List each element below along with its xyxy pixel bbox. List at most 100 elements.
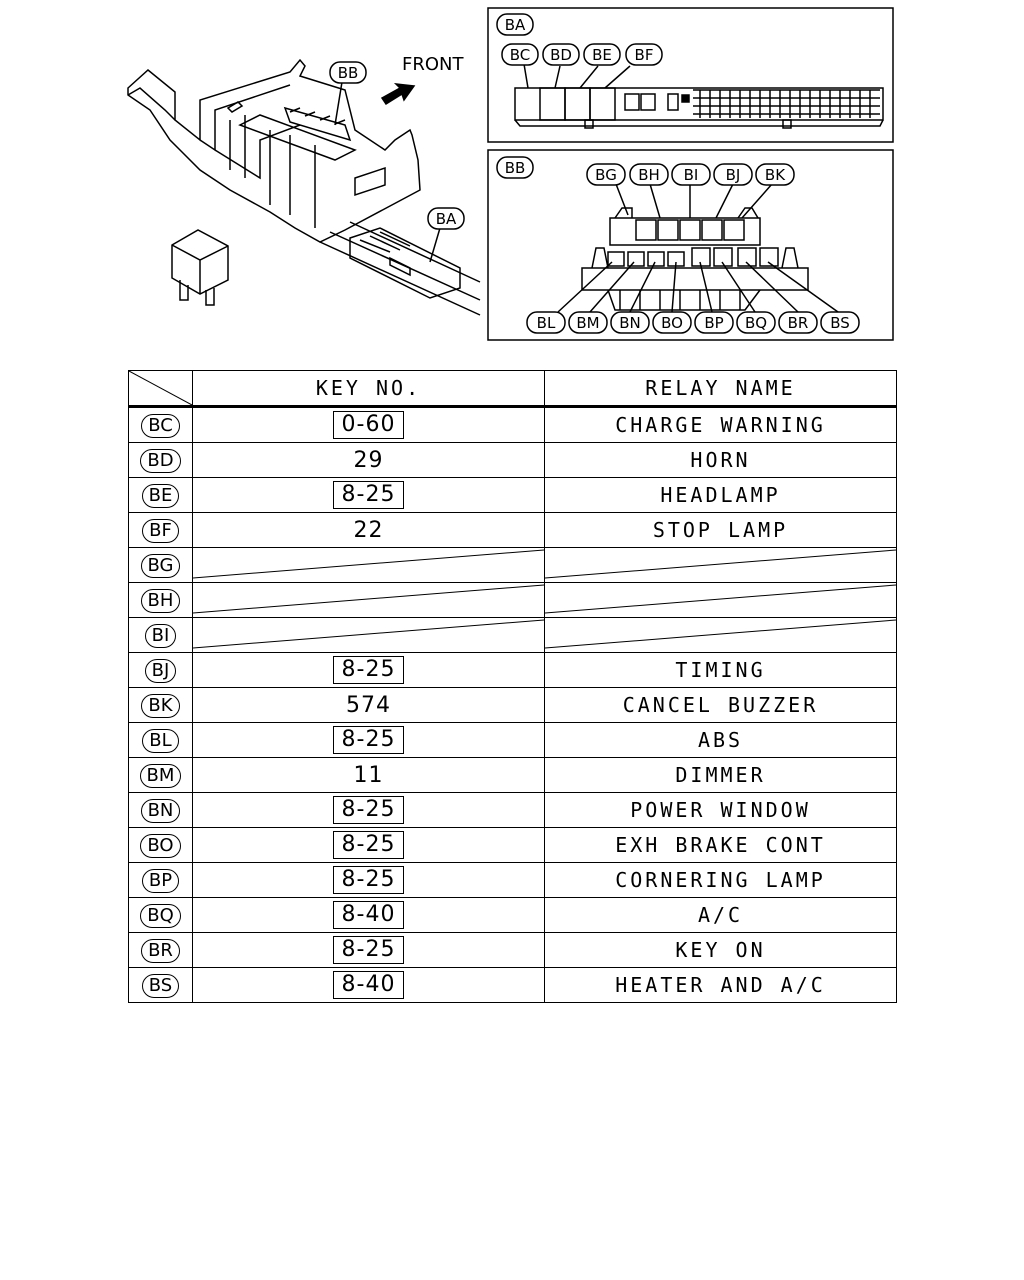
relay-name-cell: HEADLAMP: [544, 477, 897, 513]
relay-code-tag: BR: [141, 939, 180, 963]
tag-bk: BK: [765, 166, 786, 184]
key-number: 8-25: [332, 831, 405, 859]
relay-name-cell: DIMMER: [544, 757, 897, 793]
callout-bb-main: BB: [329, 61, 367, 84]
key-cell-empty: [192, 547, 545, 583]
relay-code-tag: BI: [144, 624, 177, 648]
relay-name-cell: A/C: [544, 897, 897, 933]
relay-code-tag: BN: [140, 799, 181, 823]
relay-name-cell: CHARGE WARNING: [544, 406, 897, 443]
key-cell: 8-25: [192, 477, 545, 513]
relay-name-cell: CANCEL BUZZER: [544, 687, 897, 723]
row-code-cell: BG: [128, 547, 193, 583]
table-header-row: KEY NO. RELAY NAME: [128, 370, 897, 408]
key-cell: 0-60: [192, 406, 545, 443]
tag-bi: BI: [684, 166, 699, 184]
inset-ba-title: BA: [496, 13, 534, 36]
relay-table: KEY NO. RELAY NAME BC 0-60 CHARGE WARNING B…: [128, 370, 897, 1003]
relay-code-tag: BP: [141, 869, 180, 893]
key-cell-empty: [192, 617, 545, 653]
key-cell: 8-40: [192, 967, 545, 1003]
inset-ba-relay-block: [514, 63, 884, 129]
relay-code-tag: BQ: [140, 904, 181, 928]
relay-code-tag: BO: [140, 834, 181, 858]
row-code-cell: BQ: [128, 897, 193, 933]
relay-code-tag: BE: [141, 484, 180, 508]
svg-text:BB: BB: [505, 159, 526, 177]
key-cell: 11: [192, 757, 545, 793]
inset-bb-bottom-tags: BL BM BN BO BP BQ BR BS: [526, 311, 860, 334]
key-cell: 22: [192, 512, 545, 548]
front-label: FRONT: [402, 54, 464, 75]
key-cell: 8-40: [192, 897, 545, 933]
inset-bb-relay-block: [557, 183, 839, 313]
key-number: 8-25: [332, 726, 405, 754]
key-cell: 8-25: [192, 932, 545, 968]
key-number: 22: [353, 517, 384, 543]
callout-ba-main: BA: [427, 207, 465, 230]
tag-bs: BS: [830, 314, 850, 332]
row-code-cell: BS: [128, 967, 193, 1003]
vehicle-bracket-drawing: [127, 58, 481, 316]
key-cell: 8-25: [192, 722, 545, 758]
relay-code-tag: BJ: [144, 659, 177, 683]
table-row: BH: [128, 582, 897, 618]
key-cell: 29: [192, 442, 545, 478]
inset-bb-top-tags: BG BH BI BJ BK: [586, 163, 795, 186]
key-number: 574: [346, 692, 391, 718]
inset-bb-box: [487, 149, 894, 341]
key-number: 8-25: [332, 866, 405, 894]
row-code-cell: BO: [128, 827, 193, 863]
tag-bp: BP: [704, 314, 723, 332]
tag-bl: BL: [537, 314, 556, 332]
inset-ba-box: [487, 7, 894, 143]
name-cell-empty: [544, 617, 897, 653]
row-code-cell: BR: [128, 932, 193, 968]
key-cell: 8-25: [192, 792, 545, 828]
svg-text:BB: BB: [338, 64, 359, 82]
key-number: 8-25: [332, 936, 405, 964]
svg-text:BA: BA: [505, 16, 526, 34]
relay-name-cell: POWER WINDOW: [544, 792, 897, 828]
relay-name-cell: STOP LAMP: [544, 512, 897, 548]
row-code-cell: BE: [128, 477, 193, 513]
tag-bq: BQ: [745, 314, 767, 332]
key-number: 0-60: [332, 411, 405, 439]
relay-name-cell: TIMING: [544, 652, 897, 688]
name-cell-empty: [544, 582, 897, 618]
header-key-no: KEY NO.: [192, 370, 545, 408]
relay-name-cell: EXH BRAKE CONT: [544, 827, 897, 863]
tag-bd: BD: [550, 46, 572, 64]
inset-bb-title: BB: [496, 156, 534, 179]
table-row: BO 8-25 EXH BRAKE CONT: [128, 827, 897, 863]
key-number: 8-25: [332, 481, 405, 509]
relay-code-tag: BC: [141, 414, 180, 438]
relay-name-cell: HEATER AND A/C: [544, 967, 897, 1003]
tag-bj: BJ: [726, 166, 741, 184]
tag-bg: BG: [595, 166, 617, 184]
corner-cell: [128, 370, 193, 408]
key-cell: 8-25: [192, 827, 545, 863]
table-row: BI: [128, 617, 897, 653]
svg-text:BA: BA: [436, 210, 457, 228]
key-number: 8-40: [332, 901, 405, 929]
key-number: 11: [353, 762, 384, 788]
header-relay-name: RELAY NAME: [544, 370, 897, 408]
relay-name-cell: ABS: [544, 722, 897, 758]
key-cell-empty: [192, 582, 545, 618]
table-row: BQ 8-40 A/C: [128, 897, 897, 933]
inset-ba-tags: BC BD BE BF: [501, 43, 663, 66]
row-code-cell: BI: [128, 617, 193, 653]
key-cell: 8-25: [192, 862, 545, 898]
tag-bo: BO: [661, 314, 683, 332]
row-code-cell: BD: [128, 442, 193, 478]
row-code-cell: BL: [128, 722, 193, 758]
relay-location-diagram: BB BA FRONT BA BC BD BE BF BB BG: [127, 7, 894, 341]
